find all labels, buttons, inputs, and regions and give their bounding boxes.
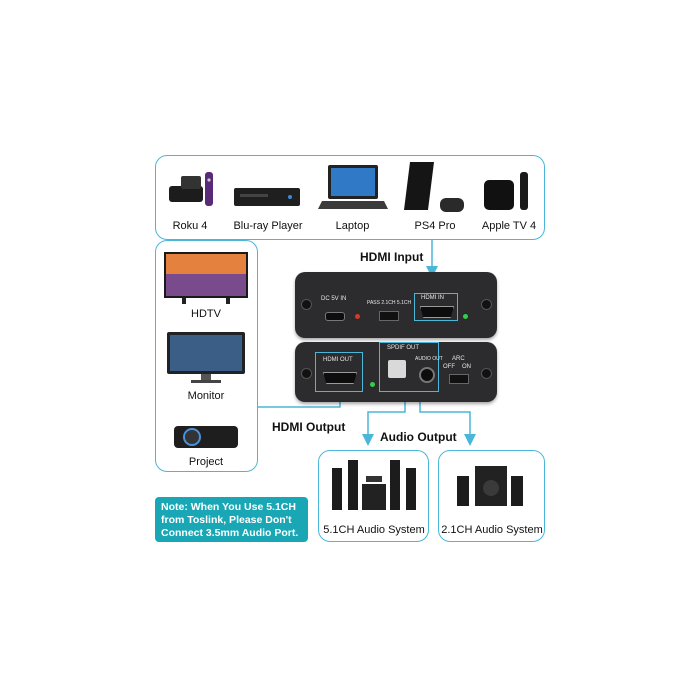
stereo-speakers-icon [457,466,523,506]
extractor-back-panel: HDMI OUT SPDIF OUT AUDIO OUT ARC OFF ON [295,342,497,402]
screw-icon [481,299,492,310]
source-label: Roku 4 [172,220,208,232]
power-led [355,314,360,319]
roku-icon [169,172,213,206]
arc-off-label: OFF [443,364,455,370]
projector-icon [174,426,238,448]
dc-port [325,312,345,321]
screw-icon [481,368,492,379]
audio-out-highlight [379,342,439,392]
audio-output-label: Audio Output [380,430,457,444]
switch-label: PASS 2.1CH 5.1CH [367,300,412,306]
hdmi-in-port [420,306,454,318]
hdmi-out-label: HDMI OUT [323,357,353,363]
surround-speakers-icon [332,460,416,510]
output-led [370,382,375,387]
output-label: HDTV [191,308,221,320]
arc-switch [449,374,469,384]
spdif-port [388,360,406,378]
mode-switch [379,311,399,321]
spdif-out-label: SPDIF OUT [387,345,420,351]
source-label: Blu-ray Player [233,220,303,232]
laptop-icon [318,165,388,209]
signal-led [463,314,468,319]
source-label: Laptop [335,220,370,232]
hdmi-output-label: HDMI Output [272,420,346,434]
output-label: Project [188,456,224,468]
hdmi-in-label: HDMI IN [421,295,444,301]
source-label: Apple TV 4 [481,220,537,232]
screw-icon [301,368,312,379]
extractor-front-panel: DC 5V IN PASS 2.1CH 5.1CH HDMI IN [295,272,497,338]
hdmi-out-highlight [315,352,363,392]
dc-in-label: DC 5V IN [321,296,347,302]
arc-label: ARC [452,356,465,362]
hdmi-input-label: HDMI Input [360,250,424,264]
audio-system-label: 5.1CH Audio System [323,524,425,536]
aux-port [419,367,435,383]
source-label: PS4 Pro [414,220,456,232]
hdmi-out-port [323,372,357,384]
screw-icon [301,299,312,310]
hdmi-in-highlight [414,293,458,321]
ps4-icon [404,162,464,212]
output-label: Monitor [187,390,225,402]
hdtv-icon [164,252,248,304]
bluray-player-icon [234,188,300,206]
audio-out-label: AUDIO OUT [415,356,443,362]
toslink-note: Note: When You Use 5.1CH from Toslink, P… [155,497,308,542]
arc-on-label: ON [462,364,471,370]
monitor-icon [167,332,245,383]
apple-tv-icon [484,172,528,210]
audio-system-label: 2.1CH Audio System [441,524,543,536]
